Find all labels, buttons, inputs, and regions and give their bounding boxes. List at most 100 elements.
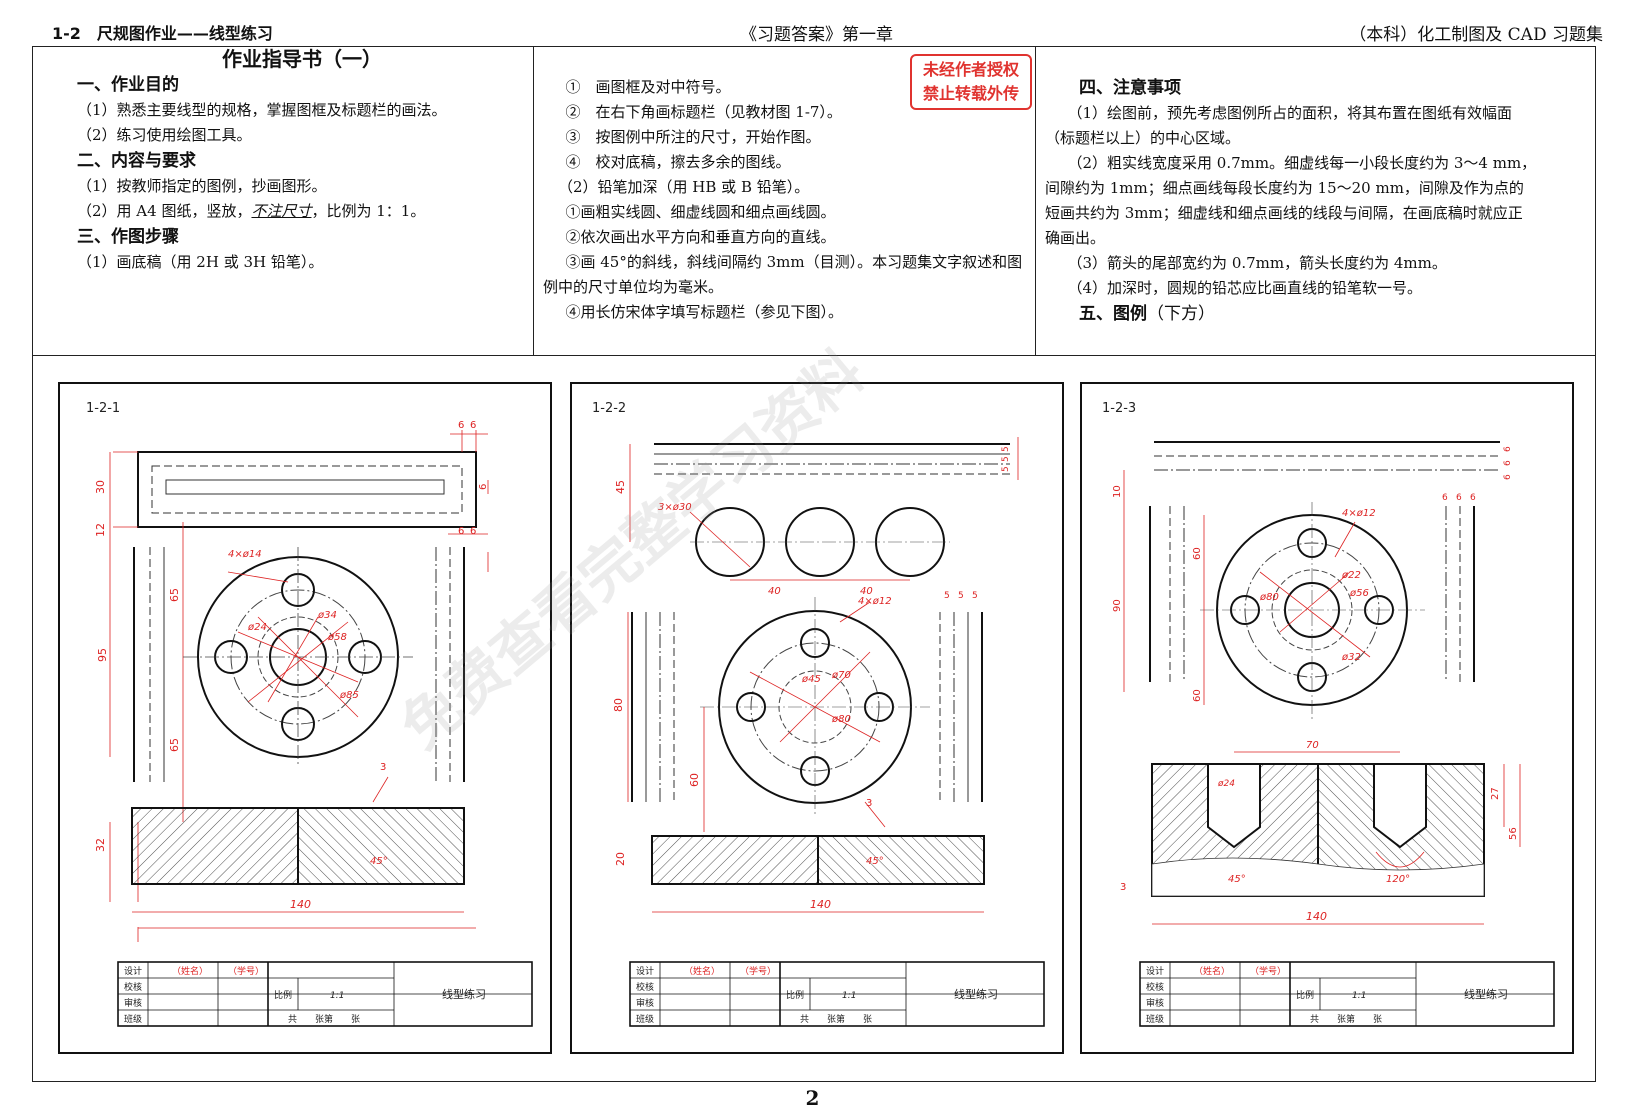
svg-text:班级: 班级 <box>636 1013 654 1025</box>
svg-text:ø70: ø70 <box>831 670 851 681</box>
flange-drawing <box>700 597 930 817</box>
svg-text:6: 6 <box>478 484 489 490</box>
svg-text:95: 95 <box>96 648 109 662</box>
svg-text:审核: 审核 <box>124 997 142 1009</box>
column-divider <box>533 47 534 355</box>
svg-text:6: 6 <box>1503 460 1513 466</box>
example-sheet-1: 1-2-1 6 6 30 6 12 6 6 95 65 65 <box>58 382 552 1054</box>
heading-purpose: 一、作业目的 <box>77 75 179 95</box>
svg-text:40: 40 <box>860 586 873 597</box>
svg-text:60: 60 <box>1192 689 1203 702</box>
svg-text:4×ø12: 4×ø12 <box>858 596 892 607</box>
instructions-title: 作业指导书（一） <box>222 47 382 71</box>
drawing-frame <box>570 382 1064 1054</box>
text-line: ④ 校对底稿，擦去多余的图线。 <box>565 153 791 171</box>
svg-text:45°: 45° <box>370 856 388 867</box>
svg-text:ø58: ø58 <box>327 632 347 643</box>
svg-text:ø56: ø56 <box>1349 588 1369 599</box>
text-line: ③ 按图例中所注的尺寸，开始作图。 <box>565 128 821 146</box>
svg-text:ø34: ø34 <box>317 610 337 621</box>
title-block <box>1139 961 1555 1027</box>
svg-text:120°: 120° <box>1386 874 1410 885</box>
svg-text:5: 5 <box>958 591 964 601</box>
text-paragraph: （4）加深时，圆规的铅芯应比画直线的铅笔软一号。 <box>1067 279 1423 297</box>
svg-text:线型练习: 线型练习 <box>954 987 998 1001</box>
svg-text:6: 6 <box>1442 493 1448 503</box>
instructions-column-3: 四、注意事项 （1）绘图前，预先考虑图例所占的面积，将其布置在图纸有效幅面（标题… <box>1045 47 1537 355</box>
svg-text:6: 6 <box>458 526 464 537</box>
chapter-header: 《习题答案》第一章 <box>740 25 893 45</box>
svg-text:60: 60 <box>1192 547 1203 560</box>
svg-text:12: 12 <box>94 523 107 537</box>
dashed-rect <box>151 465 463 514</box>
example-id: 1-2-1 <box>86 401 120 416</box>
svg-text:（学号）: （学号） <box>740 965 776 977</box>
flange-drawing <box>183 547 413 767</box>
svg-text:5: 5 <box>1001 446 1011 452</box>
text-line: ①画粗实线圆、细虚线圆和细点画线圆。 <box>565 203 836 221</box>
text-paragraph: （3）箭头的尾部宽约为 0.7mm，箭头长度约为 4mm。 <box>1067 254 1447 272</box>
flange-drawing <box>1200 502 1425 722</box>
svg-text:ø80: ø80 <box>831 714 851 725</box>
page-number: 2 <box>805 1086 820 1110</box>
example-id: 1-2-3 <box>1102 401 1136 416</box>
svg-text:线型练习: 线型练习 <box>1464 987 1508 1001</box>
text-line: ③画 45°的斜线，斜线间隔约 3mm（目测）。本习题集文字叙述和图例中的尺寸单… <box>543 253 1023 296</box>
svg-text:20: 20 <box>614 852 627 866</box>
svg-text:校核: 校核 <box>124 981 142 993</box>
svg-text:ø45: ø45 <box>801 674 821 685</box>
svg-text:线型练习: 线型练习 <box>442 987 486 1001</box>
svg-text:90: 90 <box>1112 599 1123 612</box>
text-paragraph: （2）粗实线宽度采用 0.7mm。细虚线每一小段长度约为 3～4 mm，间隙约为… <box>1045 154 1537 247</box>
heading-steps: 三、作图步骤 <box>77 227 179 247</box>
page-frame: 作业指导书（一） 一、作业目的 （1）熟悉主要线型的规格，掌握图框及标题栏的画法… <box>32 46 1596 1082</box>
text-line: （1）熟悉主要线型的规格，掌握图框及标题栏的画法。 <box>77 101 447 119</box>
svg-text:设计: 设计 <box>1146 965 1164 977</box>
svg-text:ø24: ø24 <box>247 622 267 633</box>
svg-text:6: 6 <box>458 420 464 431</box>
hatched-section <box>651 835 819 885</box>
svg-text:审核: 审核 <box>1146 997 1164 1009</box>
svg-text:5: 5 <box>972 591 978 601</box>
text-line: （2）铅笔加深（用 HB 或 B 铅笔）。 <box>558 178 810 196</box>
section-view <box>1151 763 1485 897</box>
handwritten-note: 不注尺寸 <box>251 202 312 220</box>
svg-text:40: 40 <box>768 586 781 597</box>
svg-text:ø32: ø32 <box>1341 652 1361 663</box>
svg-text:ø80: ø80 <box>1259 592 1279 603</box>
svg-text:60: 60 <box>688 773 701 787</box>
svg-text:5: 5 <box>1001 456 1011 462</box>
example-id: 1-2-2 <box>592 401 626 416</box>
text-line: ②依次画出水平方向和垂直方向的直线。 <box>565 228 836 246</box>
drawing-frame <box>1080 382 1574 1054</box>
book-title-header: （本科）化工制图及 CAD 习题集 <box>1349 25 1603 45</box>
svg-text:校核: 校核 <box>1146 981 1164 993</box>
heading-notes: 四、注意事项 <box>1079 78 1181 98</box>
rect-border <box>137 451 477 528</box>
instructions-column-2: ① 画图框及对中符号。 ② 在右下角画标题栏（见教材图 1-7）。 ③ 按图例中… <box>543 47 1029 355</box>
section-header: 1-2 尺规图作业——线型练习 <box>52 24 273 43</box>
svg-text:1:1: 1:1 <box>842 991 856 1001</box>
thin-rect <box>165 479 445 495</box>
svg-text:（姓名）: （姓名） <box>172 965 208 977</box>
svg-text:10: 10 <box>1112 485 1123 498</box>
svg-text:共 张第 张: 共 张第 张 <box>288 1013 360 1025</box>
copyright-stamp: 未经作者授权 禁止转载外传 <box>910 54 1032 110</box>
svg-text:5: 5 <box>1001 466 1011 472</box>
svg-text:45°: 45° <box>1228 874 1246 885</box>
svg-text:设计: 设计 <box>636 965 654 977</box>
svg-text:32: 32 <box>94 838 107 852</box>
svg-text:3: 3 <box>380 762 386 773</box>
text-line: ① 画图框及对中符号。 <box>565 78 731 96</box>
example-sheet-2: 1-2-2 5 5 5 45 3×ø30 40 40 5 5 5 4×ø12 ø… <box>570 382 1064 1054</box>
svg-text:3: 3 <box>1120 882 1126 893</box>
hatched-section <box>131 807 299 885</box>
svg-text:（姓名）: （姓名） <box>684 965 720 977</box>
svg-text:审核: 审核 <box>636 997 654 1009</box>
text-line: （2）练习使用绘图工具。 <box>77 126 252 144</box>
drawing-frame <box>58 382 552 1054</box>
instructions-column-1: 作业指导书（一） 一、作业目的 （1）熟悉主要线型的规格，掌握图框及标题栏的画法… <box>77 47 527 355</box>
svg-text:70: 70 <box>1306 740 1319 751</box>
svg-text:3×ø30: 3×ø30 <box>658 502 692 513</box>
svg-text:140: 140 <box>290 898 311 911</box>
